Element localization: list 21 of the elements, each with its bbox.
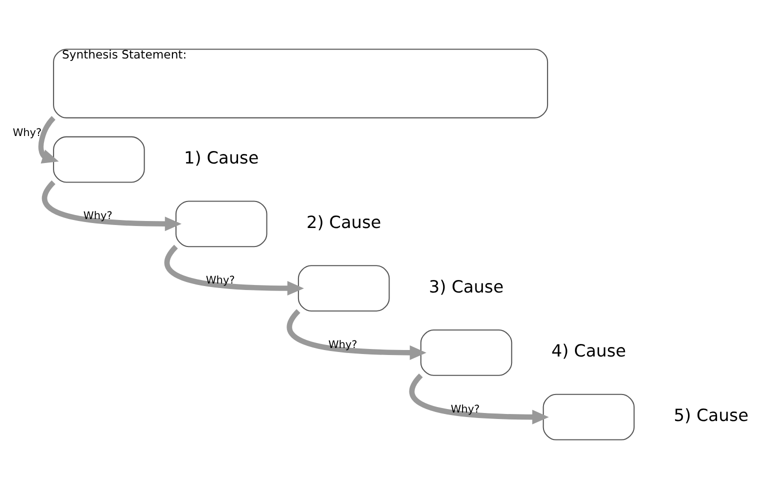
node-box <box>53 136 145 182</box>
edge-label: Why? <box>206 274 235 286</box>
edge-label: Why? <box>450 402 480 415</box>
node-label: 4) Cause <box>551 340 626 360</box>
node-box <box>298 264 390 312</box>
node-label: 2) Cause <box>306 211 382 232</box>
arrow <box>286 308 426 360</box>
edge-label: Why? <box>83 210 112 222</box>
node-label: 1) Cause <box>184 147 259 168</box>
edge-label: Why? <box>12 126 42 138</box>
node-box <box>542 393 635 440</box>
node-box <box>175 200 268 247</box>
arrow <box>164 244 304 296</box>
node-label: 3) Cause <box>428 276 504 296</box>
node-box <box>420 328 512 376</box>
edge-label: Why? <box>328 338 358 350</box>
node-label: 5) Cause <box>674 404 748 425</box>
arrow <box>38 116 59 163</box>
arrow <box>409 373 549 424</box>
arrow <box>42 180 182 231</box>
node-box: Synthesis Statement: <box>53 48 548 118</box>
